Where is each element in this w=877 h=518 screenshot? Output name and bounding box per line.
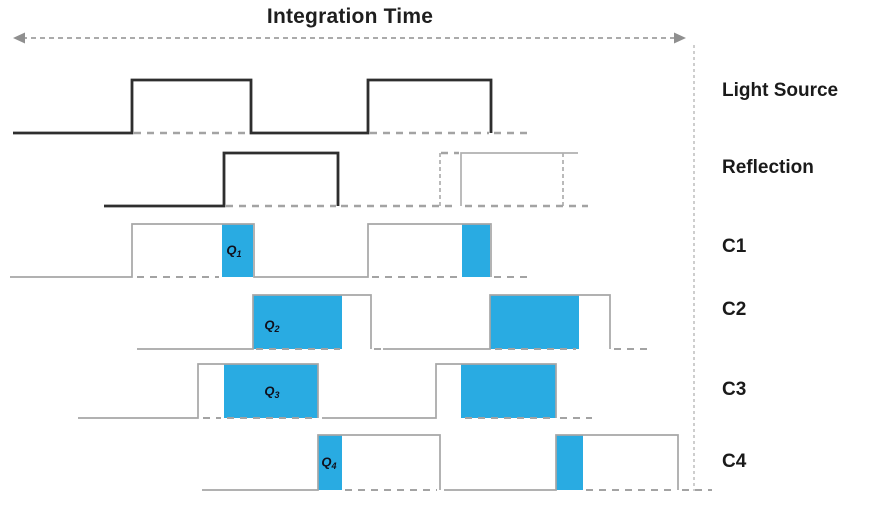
charge-region-c4-1 [318, 435, 342, 490]
c3-waveform-2 [322, 363, 557, 419]
row-label-reflection: Reflection [722, 157, 814, 178]
c3-waveform-1 [78, 363, 319, 419]
charge-region-c1-1 [222, 224, 253, 277]
row-label-c4: C4 [722, 451, 747, 472]
charge-region-c1-2 [462, 224, 490, 277]
c2-waveform-2 [383, 294, 611, 350]
c4-waveform-2 [444, 434, 679, 491]
reflection-waveform-1 [104, 151, 340, 208]
charge-region-c3-1 [224, 364, 318, 418]
c4-waveform-1 [202, 434, 441, 491]
row-label-c1: C1 [722, 236, 747, 257]
row-label-c3: C3 [722, 379, 747, 400]
reflection-ghost-pulse-1 [460, 152, 578, 206]
charge-region-c3-2 [461, 364, 556, 418]
row-label-c2: C2 [722, 299, 747, 320]
charge-region-c2-1 [253, 295, 342, 349]
c1-waveform-1 [10, 223, 492, 278]
arrow-left-head [13, 32, 25, 44]
charge-region-c4-2 [556, 435, 583, 490]
arrow-right-head [674, 32, 686, 44]
charge-region-c2-2 [490, 295, 579, 349]
light-source-waveform-1 [13, 78, 493, 135]
integration-time-title: Integration Time [266, 5, 434, 28]
c2-waveform-1 [137, 294, 372, 350]
row-label-light-source: Light Source [722, 80, 839, 101]
